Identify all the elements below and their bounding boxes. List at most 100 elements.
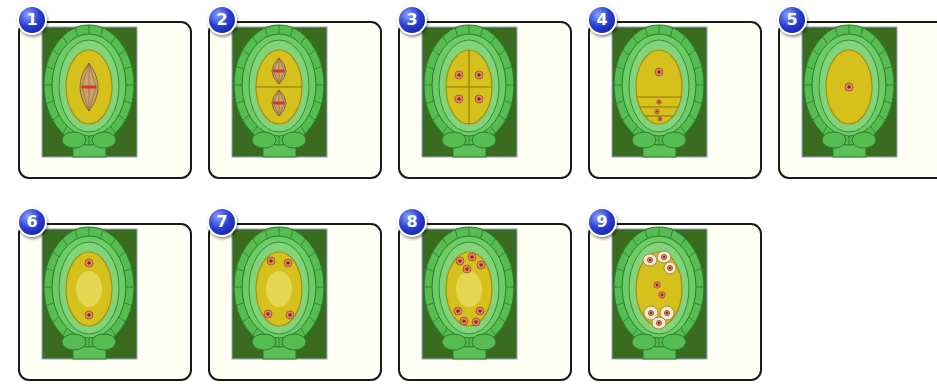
- cell-wall: [253, 126, 258, 133]
- cell-wall: [316, 287, 324, 288]
- nucleolus: [659, 118, 661, 120]
- stage-panel: [399, 224, 571, 380]
- cell-wall: [468, 50, 469, 124]
- nucleolus: [269, 259, 273, 263]
- cell-wall: [681, 328, 686, 335]
- nucleolus: [847, 85, 851, 89]
- nucleolus: [286, 261, 290, 265]
- cell-wall: [871, 126, 876, 133]
- nucellus: [629, 40, 689, 132]
- integument-lobe: [252, 132, 276, 148]
- cell-wall: [645, 230, 647, 239]
- nucellus: [249, 40, 309, 132]
- spindle-fiber: [273, 90, 279, 103]
- cell-wall: [499, 115, 505, 120]
- nucleus: [456, 257, 464, 265]
- nucleus: [845, 83, 853, 91]
- cell-wall: [119, 317, 125, 322]
- cell-wall: [243, 115, 249, 120]
- nucleolus: [458, 259, 462, 263]
- nucleolus: [663, 256, 665, 258]
- spindle: [272, 90, 286, 116]
- embryo-sac: [66, 50, 112, 124]
- cell-wall: [823, 126, 828, 133]
- cell-wall: [637, 96, 681, 97]
- cell-wall: [44, 85, 52, 86]
- cell-wall: [469, 227, 470, 236]
- cell-wall: [111, 328, 116, 335]
- cell-wall: [301, 238, 306, 245]
- cell-wall: [89, 338, 90, 347]
- callout-number: 3: [406, 12, 417, 28]
- cell-wall: [63, 238, 68, 245]
- cell-wall: [124, 303, 132, 306]
- cell-wall: [633, 328, 638, 335]
- integument-lobe: [252, 334, 276, 350]
- inner-integument: [432, 236, 506, 338]
- cell-wall: [75, 28, 77, 37]
- nucleolus: [666, 312, 668, 314]
- cell-wall: [645, 115, 674, 116]
- cell-wall: [433, 317, 439, 322]
- vacuole: [76, 271, 102, 307]
- inner-integument: [52, 236, 126, 338]
- cell-wall: [804, 85, 812, 86]
- nucleus: [477, 261, 485, 269]
- cell-wall: [124, 66, 132, 69]
- cell-wall: [314, 66, 322, 69]
- cell-wall: [469, 25, 470, 34]
- nucleus: [85, 259, 93, 267]
- integument-lobe: [472, 334, 496, 350]
- cell-wall: [290, 230, 292, 239]
- spindle-fiber: [279, 90, 280, 103]
- nucleus: [648, 310, 653, 315]
- spindle-fiber: [273, 71, 279, 84]
- nucleolus: [474, 320, 478, 324]
- cell-wall: [316, 85, 324, 86]
- cell-wall: [53, 317, 59, 322]
- cell-wall: [616, 303, 624, 306]
- nucleus: [284, 259, 292, 267]
- nucleolus: [669, 267, 671, 269]
- nucleus: [655, 68, 663, 76]
- integument-lobe: [662, 132, 686, 148]
- callout-badge: 4: [587, 5, 617, 35]
- inner-integument: [622, 236, 696, 338]
- cell-wall: [681, 36, 686, 43]
- cell-wall: [243, 50, 249, 55]
- nucleolus: [288, 313, 292, 317]
- nucleus: [654, 282, 660, 288]
- cell-wall: [309, 252, 315, 257]
- cell-wall: [813, 50, 819, 55]
- cell-wall: [426, 268, 434, 271]
- cell-wall: [265, 28, 267, 37]
- cell-wall: [314, 268, 322, 271]
- cell-wall: [480, 28, 482, 37]
- nucleolus: [657, 70, 661, 74]
- cell-wall: [504, 303, 512, 306]
- integument-lobe: [92, 132, 116, 148]
- cell-wall: [46, 101, 54, 104]
- nucellus: [59, 242, 119, 334]
- nucleus: [656, 320, 661, 325]
- cell-wall: [633, 36, 638, 43]
- nucleus: [468, 253, 476, 261]
- cell-wall: [443, 238, 448, 245]
- cell-wall: [670, 28, 672, 37]
- cell-wall: [886, 85, 894, 86]
- integument-lobe: [442, 334, 466, 350]
- cell-wall: [506, 287, 514, 288]
- stage-panel: [19, 22, 191, 178]
- callout-number: 4: [596, 12, 607, 28]
- cell-wall: [265, 230, 267, 239]
- cell: [643, 254, 657, 266]
- cell-wall: [694, 101, 702, 104]
- nucellus: [439, 40, 499, 132]
- outer-integument: [44, 227, 134, 347]
- cell-wall: [504, 66, 512, 69]
- cell-wall: [659, 227, 660, 236]
- cell-wall: [424, 85, 432, 86]
- cell-wall: [860, 28, 862, 37]
- cell-wall: [694, 268, 702, 271]
- cell-wall: [119, 252, 125, 257]
